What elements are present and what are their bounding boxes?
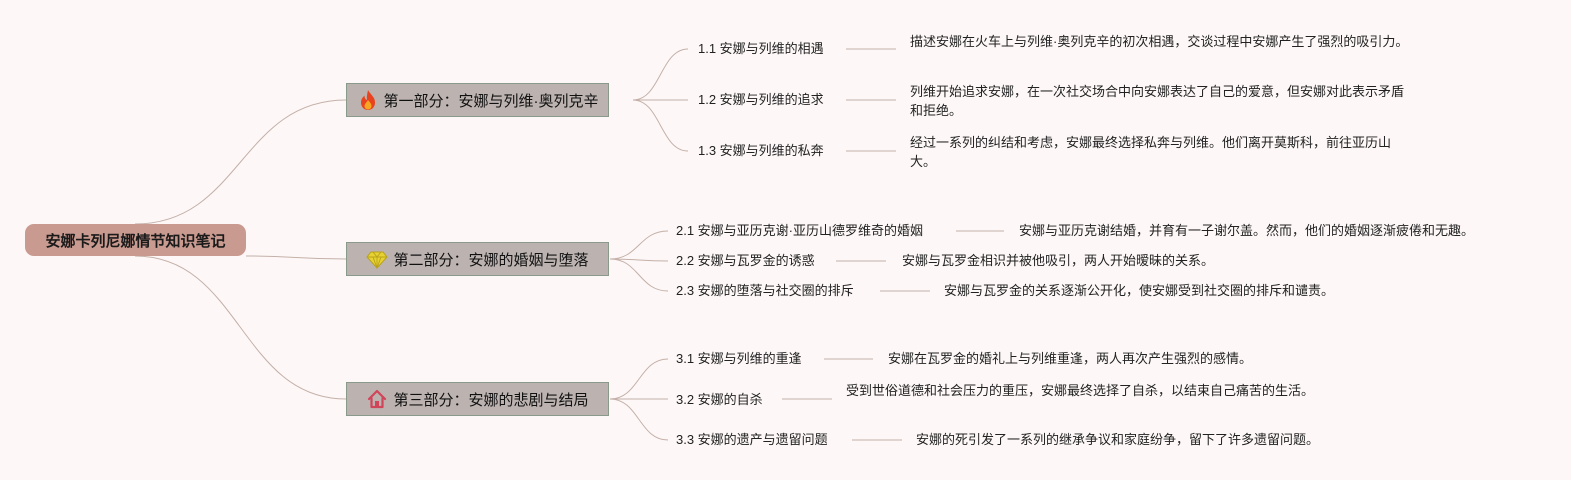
leaf-node[interactable]: 1.3 安娜与列维的私奔 (698, 143, 824, 158)
root-title: 安娜卡列尼娜情节知识笔记 (45, 232, 226, 250)
connector-line (632, 99, 689, 152)
leaf-node[interactable]: 1.2 安娜与列维的追求 (698, 92, 824, 107)
leaf-description: 受到世俗道德和社会压力的重压，安娜最终选择了自杀，以结束自己痛苦的生活。 (846, 383, 1315, 398)
leaf-node[interactable]: 3.1 安娜与列维的重逢 (676, 351, 802, 366)
branch-node-2[interactable]: 第二部分：安娜的婚姻与堕落 (346, 242, 609, 276)
branch-node-3[interactable]: 第三部分：安娜的悲剧与结局 (346, 382, 609, 416)
leaf-description: 经过一系列的纠结和考虑，安娜最终选择私奔与列维。他们离开莫斯科，前往亚历山大。 (910, 135, 1392, 169)
branch-title: 第一部分：安娜与列维·奥列克辛 (383, 92, 599, 110)
leaf-node[interactable]: 1.1 安娜与列维的相遇 (698, 41, 824, 56)
branch-title: 第二部分：安娜的婚姻与堕落 (393, 251, 589, 269)
leaf-description: 描述安娜在火车上与列维·奥列克辛的初次相遇，交谈过程中安娜产生了强烈的吸引力。 (910, 34, 1409, 49)
leaf-node[interactable]: 3.3 安娜的遗产与遗留问题 (676, 432, 828, 447)
connector-line (245, 255, 347, 260)
leaf-description: 安娜的死引发了一系列的继承争议和家庭纷争，留下了许多遗留问题。 (916, 432, 1320, 447)
connector-line (609, 258, 669, 262)
connector-line (609, 230, 669, 260)
leaf-node[interactable]: 2.2 安娜与瓦罗金的诱惑 (676, 253, 815, 268)
home-icon (366, 388, 388, 410)
leaf-description: 安娜与亚历克谢结婚，并育有一子谢尔盖。然而，他们的婚姻逐渐疲倦和无趣。 (1019, 223, 1475, 238)
leaf-description: 安娜在瓦罗金的婚礼上与列维重逢，两人再次产生强烈的感情。 (888, 351, 1253, 366)
leaf-node[interactable]: 2.1 安娜与亚历克谢·亚历山德罗维奇的婚姻 (676, 223, 924, 238)
connector-line (134, 99, 347, 225)
leaf-description: 列维开始追求安娜，在一次社交场合中向安娜表达了自己的爱意，但安娜对此表示矛盾和拒… (910, 84, 1405, 118)
connector-line (632, 48, 689, 101)
diamond-icon (366, 248, 389, 270)
connector-line (134, 255, 347, 400)
connector-line (609, 398, 669, 441)
branch-node-1[interactable]: 第一部分：安娜与列维·奥列克辛 (346, 83, 609, 117)
fire-icon (357, 89, 379, 111)
leaf-node[interactable]: 3.2 安娜的自杀 (676, 392, 763, 407)
leaf-description: 安娜与瓦罗金的关系逐渐公开化，使安娜受到社交圈的排斥和谴责。 (944, 283, 1335, 298)
connector-line (609, 258, 669, 292)
root-node[interactable]: 安娜卡列尼娜情节知识笔记 (25, 224, 246, 256)
leaf-description: 安娜与瓦罗金相识并被他吸引，两人开始暧昧的关系。 (902, 253, 1215, 268)
leaf-node[interactable]: 2.3 安娜的堕落与社交圈的排斥 (676, 283, 854, 298)
branch-title: 第三部分：安娜的悲剧与结局 (393, 391, 589, 409)
connector-line (609, 358, 669, 400)
